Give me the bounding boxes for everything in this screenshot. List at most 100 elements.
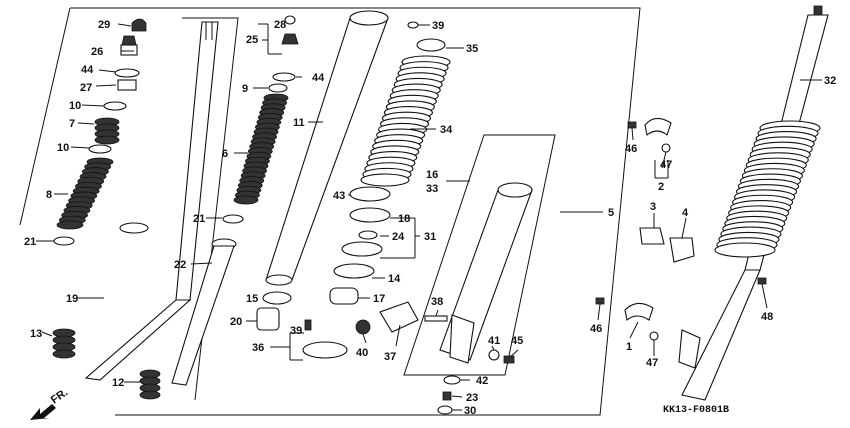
spring-seat-assembly <box>120 35 138 56</box>
bolt-side <box>757 277 767 285</box>
callout-48: 48 <box>761 311 773 323</box>
callout-7: 7 <box>69 118 75 130</box>
callout-10-lower: 10 <box>57 142 69 154</box>
spring-seat-2 <box>281 33 299 45</box>
o-ring <box>114 68 140 78</box>
fork-spring-left <box>56 157 114 230</box>
washer <box>103 101 127 111</box>
callout-46-lower: 46 <box>590 323 602 335</box>
callout-6: 6 <box>222 148 228 160</box>
dust-seal <box>349 186 391 202</box>
guide-plate <box>639 227 665 245</box>
callout-11: 11 <box>293 117 305 129</box>
collar <box>117 79 137 91</box>
cap-nut-2 <box>284 15 296 25</box>
callout-35: 35 <box>466 43 478 55</box>
callout-labels: 29 26 44 27 10 7 10 8 21 19 13 12 28 25 … <box>24 19 836 417</box>
dust-boot <box>360 55 451 187</box>
lower-slider-boundary <box>403 134 556 376</box>
bolt-upper <box>627 121 637 129</box>
callout-4: 4 <box>682 207 689 219</box>
bracket-lower <box>624 302 654 321</box>
callout-14: 14 <box>388 273 401 285</box>
diagram-code: KK13-F0801B <box>663 405 729 416</box>
washer-2 <box>88 144 112 154</box>
callout-24: 24 <box>392 231 405 243</box>
callout-41: 41 <box>488 335 500 347</box>
fork-spring-center <box>233 93 289 205</box>
callout-19: 19 <box>66 293 78 305</box>
clip <box>358 230 378 240</box>
clamp <box>302 319 348 359</box>
callout-32: 32 <box>824 75 836 87</box>
assembly-boundary <box>70 7 641 416</box>
nut <box>355 319 371 335</box>
snap-ring <box>53 236 75 246</box>
callout-17: 17 <box>373 293 385 305</box>
callout-10: 10 <box>69 100 81 112</box>
cap-nut <box>131 18 147 32</box>
callout-16: 16 <box>426 169 438 181</box>
drain-bolt <box>442 391 452 401</box>
callout-21: 21 <box>24 236 36 248</box>
callout-47-lower: 47 <box>646 357 658 369</box>
callout-39: 39 <box>290 325 302 337</box>
oil-lock-piece <box>256 307 280 331</box>
washer-3 <box>268 83 288 93</box>
sealing-washer <box>443 375 461 385</box>
slider-bushing <box>329 287 359 305</box>
bolt <box>503 355 515 364</box>
leader-lines <box>36 23 822 411</box>
front-arrow-icon <box>30 404 56 420</box>
back-up-ring <box>333 263 375 279</box>
callout-29: 29 <box>98 19 110 31</box>
nut-upper <box>661 143 671 153</box>
rebound-spring <box>52 328 76 359</box>
callout-38: 38 <box>431 296 443 308</box>
callout-34: 34 <box>440 124 453 136</box>
bottom-spring <box>139 369 161 400</box>
callout-40: 40 <box>356 347 368 359</box>
front-label: FR. <box>49 386 70 406</box>
boot-band <box>416 38 446 52</box>
callout-1: 1 <box>626 341 632 353</box>
assembly-boundary-left <box>19 7 71 226</box>
piston <box>171 238 237 386</box>
callout-44-center: 44 <box>312 72 325 84</box>
fork-slider <box>439 182 533 364</box>
callout-2: 2 <box>658 181 664 193</box>
callout-43: 43 <box>333 190 345 202</box>
callout-47: 47 <box>660 159 672 171</box>
callout-15: 15 <box>246 293 258 305</box>
callout-13: 13 <box>30 328 42 340</box>
stud-bolt <box>424 315 448 322</box>
callout-39-top: 39 <box>432 20 444 32</box>
oil-seal <box>341 241 383 257</box>
callout-18: 18 <box>398 213 410 225</box>
callout-5: 5 <box>608 207 614 219</box>
callout-21-center: 21 <box>193 213 205 225</box>
washer-4 <box>488 349 500 361</box>
callout-22: 22 <box>174 259 186 271</box>
snap-ring-2 <box>222 214 244 224</box>
stop-ring <box>349 207 391 223</box>
callout-33: 33 <box>426 183 438 195</box>
callout-45: 45 <box>511 335 523 347</box>
callout-42: 42 <box>476 375 488 387</box>
callout-9: 9 <box>242 83 248 95</box>
callout-46: 46 <box>625 143 637 155</box>
callout-31: 31 <box>424 231 436 243</box>
callout-28: 28 <box>274 19 286 31</box>
guide-bushing <box>262 291 292 305</box>
callout-3: 3 <box>650 201 656 213</box>
screw <box>407 21 419 29</box>
o-ring-2 <box>272 72 296 82</box>
callout-37: 37 <box>384 351 396 363</box>
callout-44: 44 <box>81 64 94 76</box>
fork-boot-right <box>714 120 821 258</box>
bracket-upper <box>644 117 672 136</box>
washer-5 <box>437 405 453 415</box>
callout-27: 27 <box>80 82 92 94</box>
